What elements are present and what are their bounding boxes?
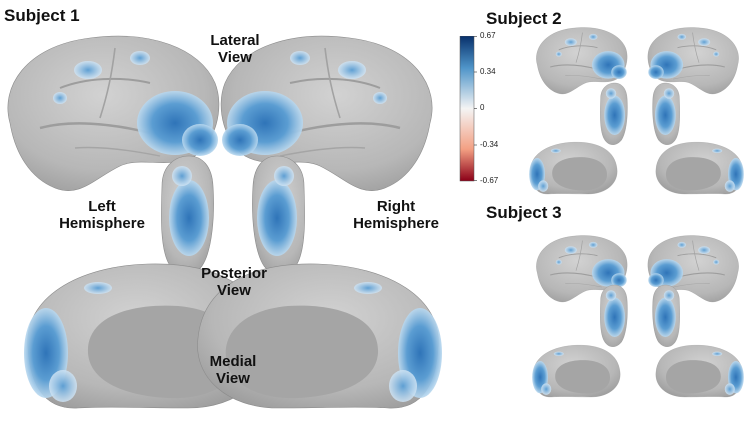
right-hemisphere-line1: Right xyxy=(376,198,416,215)
colorbar-tick-max: 0.67 xyxy=(480,31,496,40)
right-hemisphere-line2: Hemisphere xyxy=(353,215,439,233)
left-hemisphere-label: Left Hemisphere xyxy=(56,198,148,233)
posterior-view-line1: Posterior xyxy=(201,265,267,282)
posterior-view-line2: View xyxy=(217,282,251,300)
colorbar-svg xyxy=(459,35,477,182)
colorbar-tick-low: -0.34 xyxy=(480,140,499,149)
subject-1-label: Subject 1 xyxy=(4,6,80,25)
s2-posterior-right-brain xyxy=(652,82,680,146)
s3-left-medial-brain xyxy=(531,344,621,398)
colorbar-tick-zero: 0 xyxy=(480,103,485,112)
colorbar-gradient xyxy=(459,35,475,182)
colorbar-tick-min: -0.67 xyxy=(480,176,499,185)
colorbar: 0.67 0.34 0 -0.34 -0.67 xyxy=(458,31,518,191)
subject-3-label: Subject 3 xyxy=(486,203,562,222)
posterior-view-label: Posterior View xyxy=(190,265,278,300)
s1-posterior-right-brain xyxy=(251,155,306,276)
medial-view-label: Medial View xyxy=(196,353,270,388)
s3-posterior-right-brain xyxy=(652,284,680,348)
s2-right-medial-brain xyxy=(655,141,745,195)
subject-2-label: Subject 2 xyxy=(486,9,562,28)
colorbar-tick-high: 0.34 xyxy=(480,67,496,76)
s2-posterior-left-brain xyxy=(600,82,628,146)
s2-left-medial-brain xyxy=(528,141,618,195)
s3-posterior-left-brain xyxy=(600,284,628,348)
left-hemisphere-line2: Hemisphere xyxy=(59,215,145,233)
left-hemisphere-line1: Left xyxy=(88,198,116,215)
s3-right-medial-brain xyxy=(655,344,745,398)
medial-view-line1: Medial xyxy=(209,353,257,370)
lateral-view-line2: View xyxy=(218,49,252,67)
medial-view-line2: View xyxy=(216,370,250,388)
right-hemisphere-label: Right Hemisphere xyxy=(346,198,446,233)
lateral-view-label: Lateral View xyxy=(196,32,274,67)
s1-posterior-left-brain xyxy=(160,155,215,276)
lateral-view-line1: Lateral xyxy=(210,32,260,49)
